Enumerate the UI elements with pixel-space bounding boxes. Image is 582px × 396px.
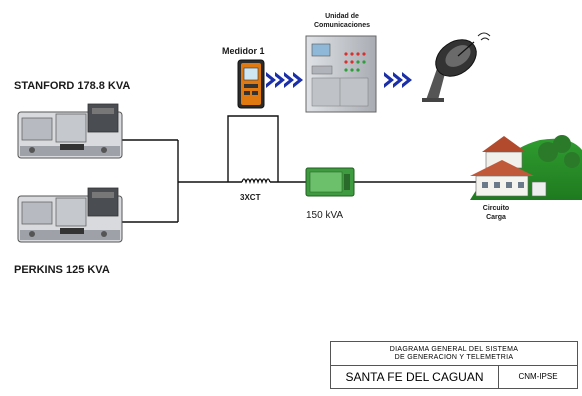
label-stanford: STANFORD 178.8 KVA (14, 80, 131, 92)
communications-panel (305, 35, 377, 113)
label-load: Circuito Carga (468, 204, 524, 222)
label-perkins: PERKINS 125 KVA (14, 264, 110, 276)
transformer-box (305, 167, 355, 197)
title-line1: DIAGRAMA GENERAL DEL SISTEMA (389, 346, 519, 353)
label-load-line2: Carga (486, 214, 506, 221)
title-block-code: CNM-IPSE (518, 372, 558, 381)
label-ct: 3XCT (240, 193, 261, 202)
current-transformer-coil (241, 178, 271, 185)
wire-meter-loop (227, 115, 279, 182)
meter-device (237, 59, 265, 109)
label-comms-line1: Unidad de (325, 13, 359, 20)
label-comms-line2: Comunicaciones (313, 22, 370, 29)
data-arrows-panel-to-antenna (384, 72, 412, 88)
title-block-site: SANTA FE DEL CAGUAN (331, 366, 499, 388)
label-comms-unit: Unidad de Comunicaciones (306, 12, 378, 30)
wiring (122, 115, 476, 223)
satellite-antenna-icon (422, 32, 491, 102)
title-block-header: DIAGRAMA GENERAL DEL SISTEMA DE GENERACI… (331, 342, 577, 366)
title-line2: DE GENERACION Y TELEMETRIA (394, 354, 514, 361)
load-houses (470, 135, 582, 200)
generator-perkins (17, 187, 123, 243)
label-transformer: 150 kVA (306, 210, 344, 221)
data-arrows-meter-to-panel (266, 72, 303, 88)
label-load-line1: Circuito (482, 205, 510, 212)
label-meter: Medidor 1 (222, 46, 265, 56)
generator-stanford (17, 103, 123, 159)
title-block: DIAGRAMA GENERAL DEL SISTEMA DE GENERACI… (330, 341, 578, 389)
